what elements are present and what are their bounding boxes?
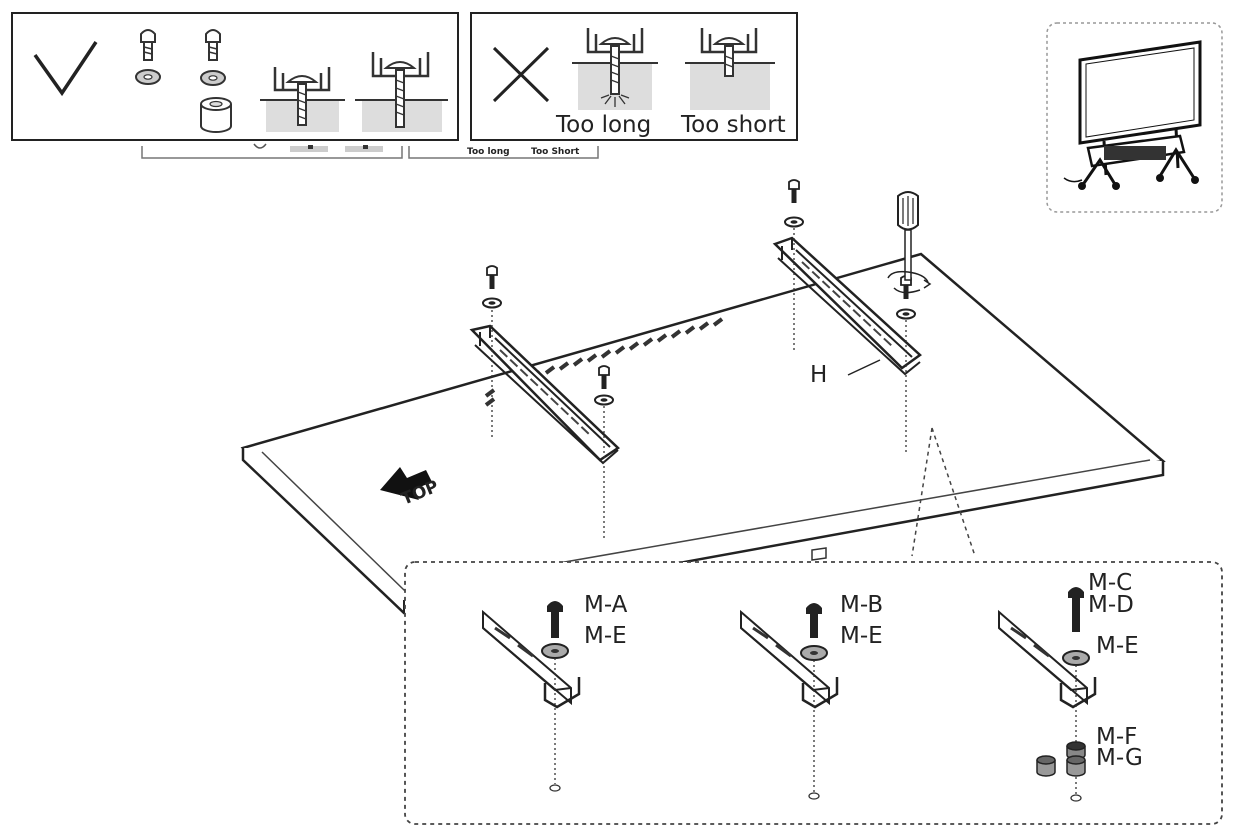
- bracket-screws: [482, 179, 916, 540]
- washer-m-e-label: M-E: [1096, 633, 1139, 659]
- right-mounting-bracket: [772, 236, 922, 376]
- screwdriver-icon: [887, 191, 932, 294]
- spacer-icon: [1066, 741, 1086, 760]
- detail-item-2: M-B M-E: [740, 592, 883, 800]
- spacer-icon: [200, 97, 232, 133]
- screw-m-c-label: M-C: [1088, 570, 1132, 596]
- washer-m-e-label: M-E: [840, 623, 883, 649]
- small-too-short-label: Too Short: [531, 147, 580, 157]
- too-short-label: Too short: [680, 112, 786, 138]
- screw-icon: [140, 29, 156, 61]
- washer-icon: [1062, 650, 1090, 666]
- left-mounting-bracket: [469, 324, 620, 465]
- spacer-icon: [1036, 755, 1056, 777]
- washer-icon: [200, 70, 226, 86]
- spacer-m-g-label: M-G: [1096, 745, 1143, 771]
- washer-m-e-label: M-E: [584, 623, 627, 649]
- faded-legend-strip: Too long Too Short: [141, 143, 599, 159]
- spacer-m-f-label: M-F: [1096, 724, 1137, 750]
- screw-icon: [547, 601, 563, 638]
- washer-icon: [541, 643, 569, 659]
- correct-mounted-screw-icon: [355, 52, 448, 132]
- too-long-label: Too long: [555, 112, 651, 138]
- screw-m-d-label: M-D: [1088, 592, 1134, 618]
- tv-back-panel: [240, 252, 1166, 615]
- washer-icon: [800, 645, 828, 661]
- screw-m-a-label: M-A: [584, 592, 628, 618]
- correct-screw-panel: [11, 12, 459, 141]
- washer-icon: [135, 69, 161, 85]
- cross-icon: [492, 46, 550, 103]
- spacer-icon: [1066, 755, 1086, 777]
- checkmark-icon: [33, 41, 98, 97]
- screw-m-b-label: M-B: [840, 592, 883, 618]
- detail-item-3: M-C M-D M-E M-F M-G: [998, 570, 1143, 802]
- small-too-long-label: Too long: [467, 147, 510, 157]
- correct-mounted-screw-icon: [260, 67, 345, 132]
- incorrect-screw-panel: Too long Too short: [470, 12, 798, 141]
- bracket-h-label: H: [810, 362, 827, 388]
- screw-icon: [806, 603, 822, 638]
- screw-icon: [205, 29, 221, 61]
- long-screw-icon: [1068, 587, 1084, 632]
- detail-item-1: M-A M-E: [482, 592, 628, 792]
- too-long-screw-icon: [572, 28, 658, 110]
- tv-stand-thumbnail: [1046, 22, 1223, 213]
- too-short-screw-icon: [685, 28, 775, 110]
- top-arrow-icon: [380, 467, 432, 500]
